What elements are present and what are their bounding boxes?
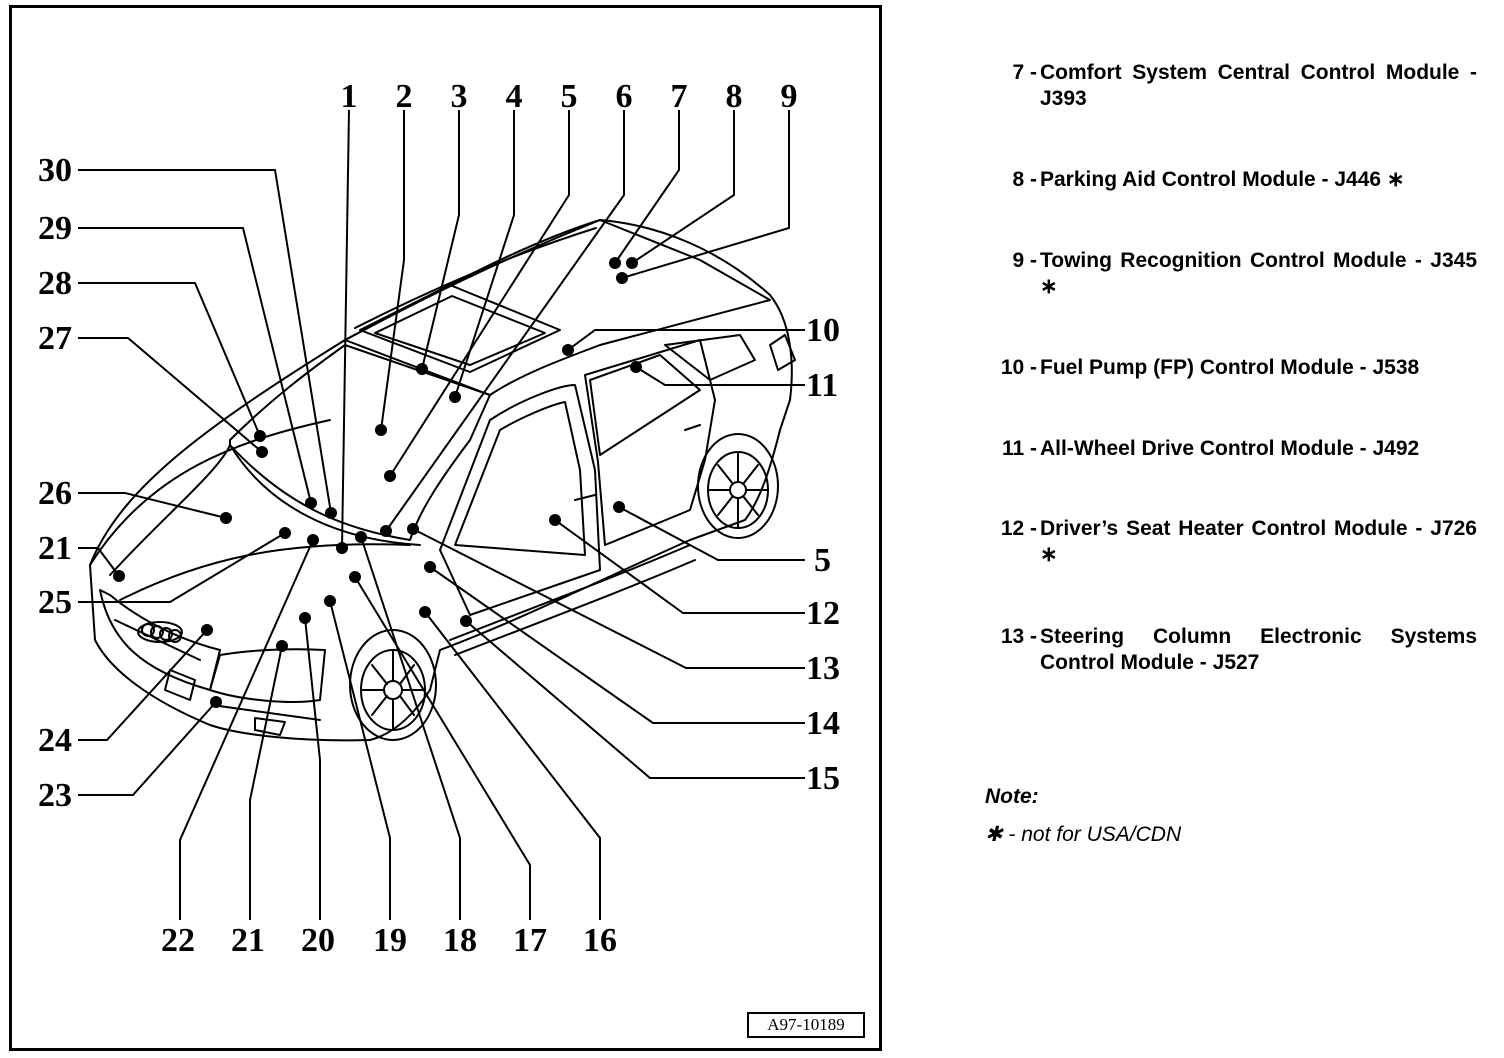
legend-text: Comfort System Central Control Module - … [1040,61,1477,110]
leader-lines [78,109,805,920]
legend-number: 12 - [1000,517,1037,540]
legend-text: All-Wheel Drive Control Module - J492 [1040,437,1420,460]
figure-id-label: A97-10189 [747,1012,865,1038]
legend-text: Steering Column Electronic Systems Contr… [1040,625,1477,674]
callout-label: 2 [396,78,413,115]
callout-label: 18 [443,922,477,959]
legend-text: Towing Recognition Control Module - J345… [1040,249,1477,298]
callout-label: 23 [38,777,72,814]
callout-label: 5 [561,78,578,115]
callout-label: 4 [506,78,523,115]
callout-label: 12 [806,595,840,632]
callout-label: 3 [451,78,468,115]
callout-label: 14 [806,705,840,742]
callout-label: 5 [814,542,831,579]
legend-text: Fuel Pump (FP) Control Module - J538 [1040,356,1420,379]
legend-text: Driver’s Seat Heater Control Module - J7… [1040,517,1477,566]
legend-number: 10 - [1000,356,1037,379]
callout-label: 7 [671,78,688,115]
note-text: ✱ - not for USA/CDN [985,823,1182,846]
legend-number: 9 - [1012,249,1037,272]
diagram-frame [9,5,882,1051]
legend-number: 11 - [1001,437,1037,460]
legend-text: Parking Aid Control Module - J446 ∗ [1040,168,1405,191]
car-component-diagram: 1 2 3 4 5 6 7 8 9 30 29 28 27 26 21 25 2… [38,78,840,959]
callout-label: 29 [38,210,72,247]
note-title: Note: [985,785,1039,808]
callout-label: 21 [231,922,265,959]
callout-label: 19 [373,922,407,959]
callout-label: 8 [726,78,743,115]
component-dots [113,257,642,708]
callout-label: 11 [806,367,838,404]
callout-label: 1 [341,78,358,115]
callout-label: 15 [806,760,840,797]
callout-label: 9 [781,78,798,115]
callout-label: 27 [38,320,72,357]
callout-numbers-left: 30 29 28 27 26 21 25 24 23 [38,152,72,814]
callout-label: 30 [38,152,72,189]
callout-label: 20 [301,922,335,959]
callout-numbers-bottom: 22 21 20 19 18 17 16 [161,922,617,959]
callout-label: 6 [616,78,633,115]
legend-number: 8 - [1012,168,1037,191]
callout-label: 26 [38,475,72,512]
legend-number: 13 - [1000,625,1037,648]
legend-number: 7 - [1012,61,1037,84]
callout-label: 17 [513,922,547,959]
callout-label: 21 [38,530,72,567]
callout-label: 25 [38,584,72,621]
callout-numbers-right: 10 11 5 12 13 14 15 [806,312,840,797]
callout-label: 24 [38,722,72,759]
car-illustration [89,219,796,742]
callout-label: 13 [806,650,840,687]
callout-numbers-top: 1 2 3 4 5 6 7 8 9 [341,78,798,115]
callout-label: 22 [161,922,195,959]
callout-label: 10 [806,312,840,349]
callout-label: 16 [583,922,617,959]
callout-label: 28 [38,265,72,302]
